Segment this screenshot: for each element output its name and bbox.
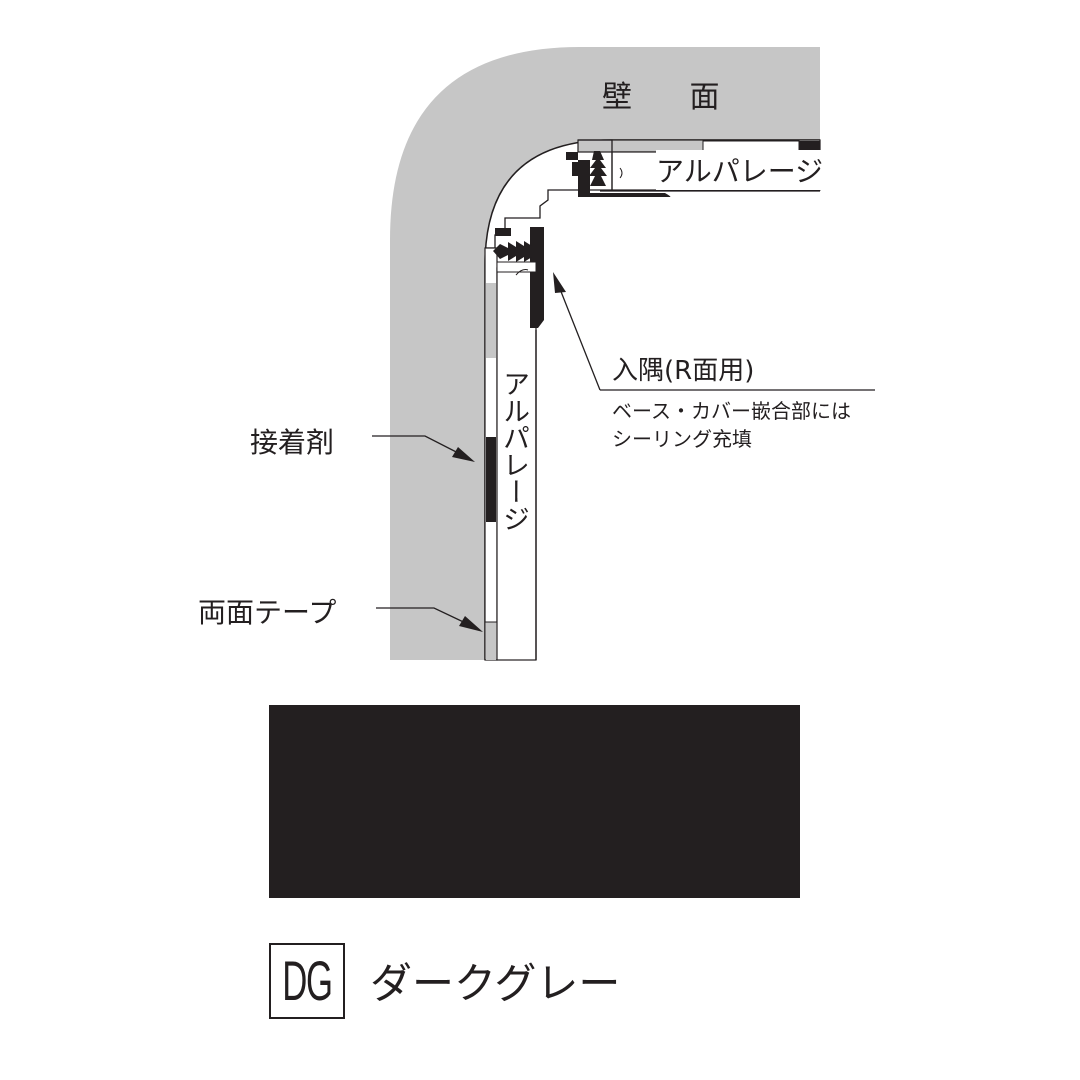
corner-note-line-2: シーリング充填	[612, 427, 752, 451]
vertical-profile	[484, 227, 544, 661]
color-code-badge: DG	[269, 943, 345, 1019]
corner-callout-note: ベース・カバー嵌合部には シーリング充填	[612, 397, 851, 453]
adhesive-leader	[372, 435, 475, 462]
top-profile-label: アルパレージ	[656, 150, 824, 190]
adhesive-label: 接着剤	[250, 426, 335, 459]
tape-leader	[376, 607, 483, 632]
color-name: ダークグレー	[370, 959, 621, 1008]
anchor-plug-icon	[493, 241, 532, 262]
corner-callout-title: 入隅(R面用)	[612, 356, 755, 386]
wall-label: 壁 面	[602, 80, 744, 115]
double-sided-tape-label: 両面テープ	[198, 596, 337, 629]
color-code: DG	[282, 949, 333, 1012]
color-swatch	[269, 705, 800, 898]
vertical-profile-label: アルパレージ	[498, 370, 529, 532]
anchor-plug-icon	[589, 151, 607, 186]
corner-leader	[553, 272, 875, 391]
corner-note-line-1: ベース・カバー嵌合部には	[612, 399, 851, 423]
wall-surface	[390, 47, 820, 660]
